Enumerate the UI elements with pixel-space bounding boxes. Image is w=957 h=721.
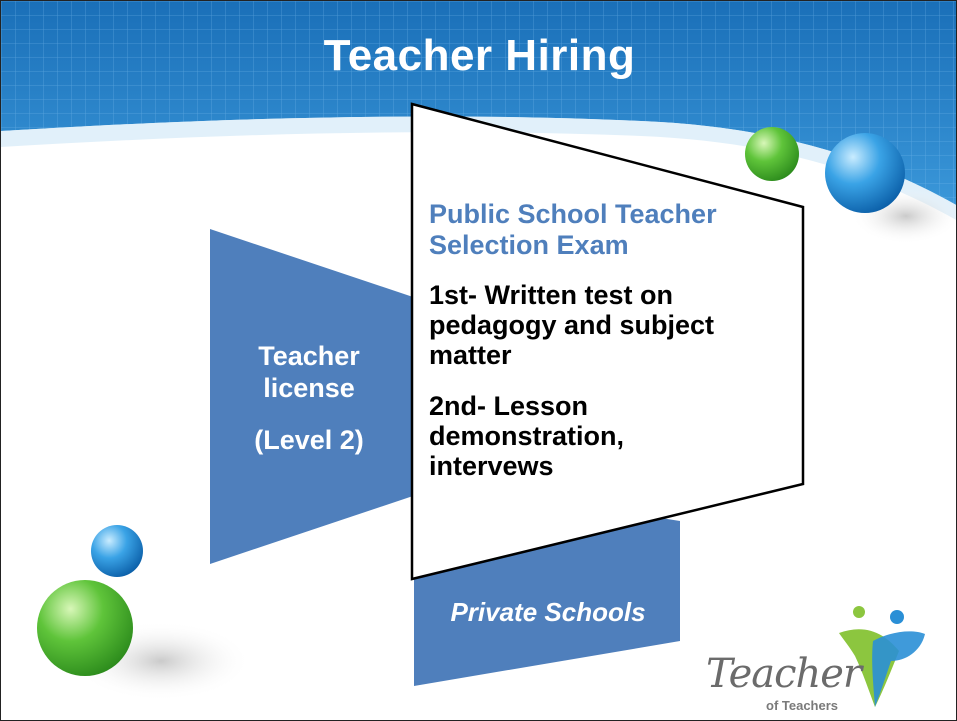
step2-line1: 2nd- Lesson: [429, 391, 589, 421]
logo-wordmark: Teacher: [706, 651, 862, 697]
step2-line3: intervews: [429, 451, 554, 481]
teacher-license-shape: [210, 229, 413, 564]
license-label-line2: license: [263, 373, 355, 403]
blue-sphere-top: [825, 133, 905, 213]
public-school-title-line2: Selection Exam: [429, 230, 629, 260]
public-school-shape: [410, 102, 805, 581]
step1-line1: 1st- Written test on: [429, 280, 674, 310]
slide-title: Teacher Hiring: [323, 31, 636, 80]
logo-subtitle: of Teachers: [766, 698, 839, 713]
header-background: [1, 1, 956, 220]
license-label-line1: Teacher: [258, 341, 360, 371]
blue-sphere-small: [91, 525, 143, 577]
public-school-title-line1: Public School Teacher: [429, 199, 717, 229]
step1-line2: pedagogy and subject: [429, 310, 715, 340]
logo-figure-icon: [839, 606, 925, 707]
step1-line3: matter: [429, 340, 512, 370]
step2-line2: demonstration,: [429, 421, 625, 451]
license-label-line3: (Level 2): [254, 425, 364, 455]
private-schools-label: Private Schools: [450, 597, 646, 627]
green-sphere-large: [37, 580, 133, 676]
green-sphere-small: [745, 127, 799, 181]
